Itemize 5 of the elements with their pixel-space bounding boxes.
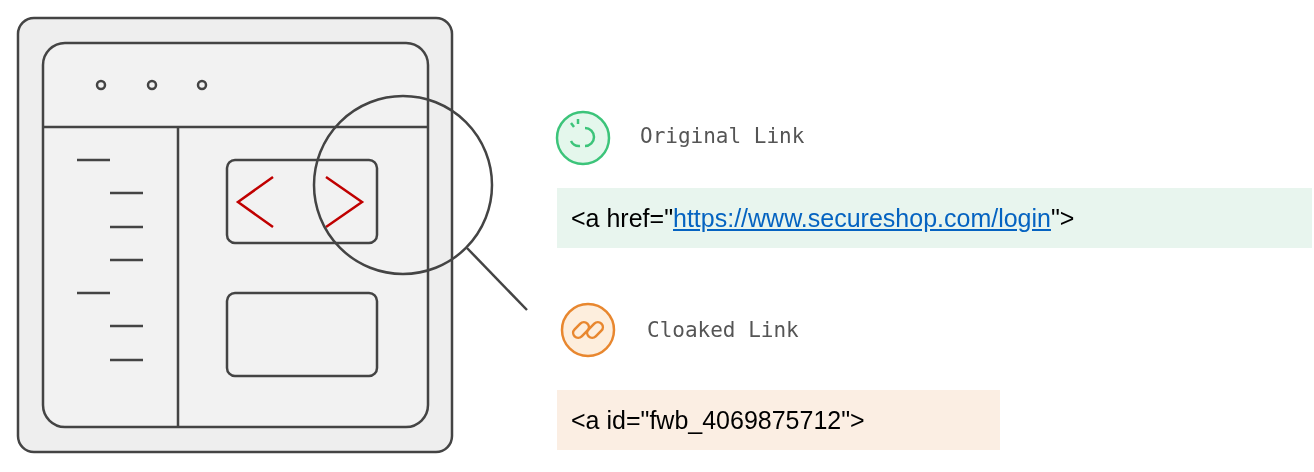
url-link: https://www.secureshop.com/login [673,203,1051,233]
code-snippet: <a href="https://www.secureshop.com/login"> [557,188,1312,248]
code-snippet: <a id="fwb_4069875712"> [557,390,1000,450]
section-heading: Original Link [640,124,805,148]
section-heading: Cloaked Link [647,318,799,342]
